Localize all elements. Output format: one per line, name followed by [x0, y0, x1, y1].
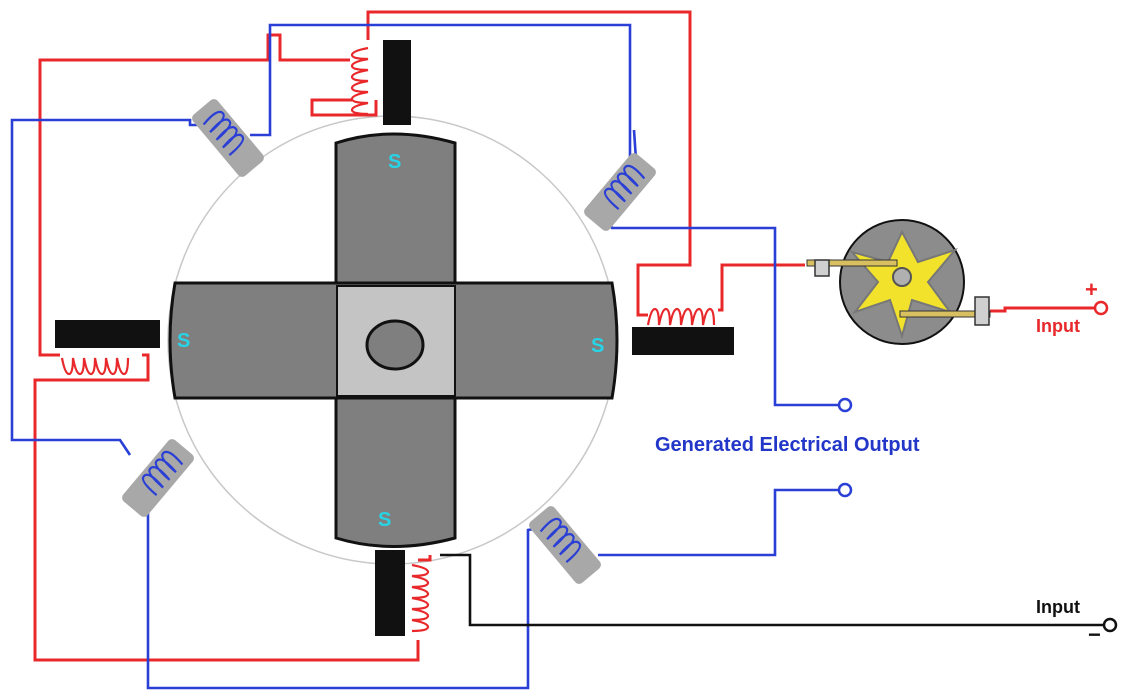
pickup-coil-upper-left — [192, 99, 264, 177]
pole-label-top: S — [388, 151, 401, 173]
magnet-top — [383, 40, 411, 125]
pickup-coil-lower-left — [122, 439, 194, 517]
pole-label-left: S — [177, 330, 190, 352]
terminal-output-1 — [837, 397, 853, 413]
output-label: Generated Electrical Output — [655, 434, 920, 456]
pole-label-bottom: S — [378, 509, 391, 531]
pole-label-right: S — [591, 335, 604, 357]
brush-upper-block — [814, 259, 830, 277]
coil-top — [350, 46, 369, 116]
terminal-positive-input — [1093, 300, 1109, 316]
magnet-bottom — [375, 550, 405, 636]
rotor-shaft — [365, 319, 425, 371]
commutator-center — [892, 267, 912, 287]
stator-magnets — [55, 40, 734, 636]
rotor: S S S S — [168, 132, 619, 548]
terminal-negative-input — [1102, 617, 1118, 633]
negative-input-label: Input — [1036, 597, 1080, 617]
magnet-left — [55, 320, 160, 348]
coil-left — [60, 357, 130, 376]
red-coils — [60, 46, 716, 633]
red-wiring — [33, 10, 1095, 662]
black-wiring — [440, 553, 1105, 627]
blue-wiring — [10, 23, 840, 690]
terminal-output-2 — [837, 482, 853, 498]
positive-input-label: Input — [1036, 316, 1080, 336]
brush-upper — [806, 259, 898, 267]
magnet-right — [632, 327, 734, 355]
coil-right — [646, 307, 716, 326]
commutator — [806, 219, 991, 345]
negative-input-sign: − — [1088, 622, 1101, 647]
positive-input-sign: + — [1085, 277, 1098, 302]
terminals — [837, 300, 1118, 633]
coil-bottom — [411, 563, 430, 633]
pickup-coil-lower-right — [529, 506, 601, 584]
brush-lower — [899, 310, 991, 318]
pickup-coil-upper-right — [584, 153, 656, 231]
brush-lower-block — [974, 296, 990, 326]
